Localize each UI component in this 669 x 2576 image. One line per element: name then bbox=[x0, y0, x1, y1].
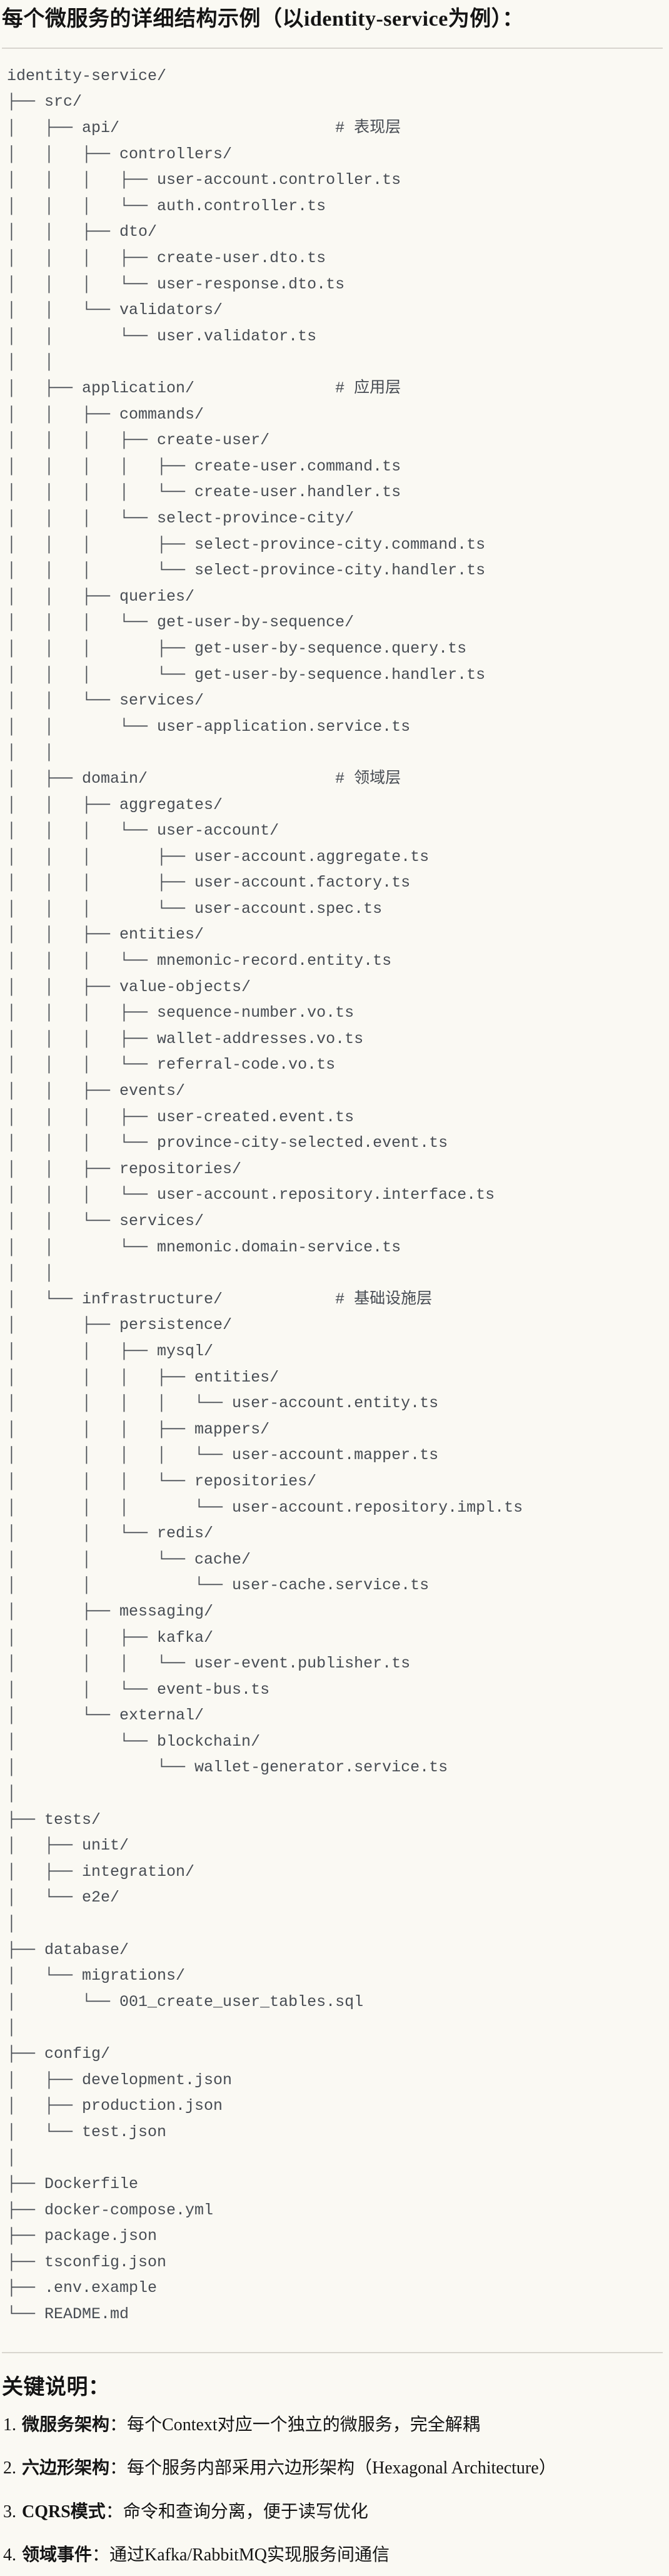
note-number: 4. bbox=[3, 2545, 16, 2565]
note-description: 每个服务内部采用六边形架构（Hexagonal Architecture） bbox=[127, 2458, 556, 2478]
note-number: 1. bbox=[3, 2415, 16, 2435]
page-title: 每个微服务的详细结构示例（以identity-service为例）： bbox=[2, 8, 524, 31]
note-separator: ： bbox=[92, 2545, 110, 2565]
note-description: 通过Kafka/RabbitMQ实现服务间通信 bbox=[109, 2545, 390, 2565]
key-notes-list: 1.微服务架构：每个Context对应一个独立的微服务，完全解耦 2.六边形架构… bbox=[2, 2413, 663, 2576]
note-separator: ： bbox=[109, 2458, 128, 2478]
note-separator: ： bbox=[105, 2502, 123, 2522]
note-description: 命令和查询分离，便于读写优化 bbox=[123, 2502, 368, 2522]
key-note-item: 3. CQRS模式：命令和查询分离，便于读写优化 bbox=[3, 2500, 663, 2525]
note-number: 3. bbox=[3, 2502, 16, 2522]
file-tree-text: identity-service/ ├── src/ │ ├── api/ # … bbox=[7, 66, 523, 2323]
key-note-item: 4. 领域事件：通过Kafka/RabbitMQ实现服务间通信 bbox=[3, 2543, 663, 2568]
note-term: 领域事件 bbox=[22, 2545, 93, 2565]
note-separator: ： bbox=[109, 2415, 128, 2435]
key-note-item: 2. 六边形架构：每个服务内部采用六边形架构（Hexagonal Architec… bbox=[3, 2456, 663, 2482]
key-note-item: 1. 微服务架构：每个Context对应一个独立的微服务，完全解耦 bbox=[3, 2413, 663, 2438]
note-term: CQRS模式 bbox=[22, 2502, 106, 2522]
file-tree-code-block: identity-service/ ├── src/ │ ├── api/ # … bbox=[2, 63, 663, 2327]
section-divider-top bbox=[2, 47, 663, 49]
note-term: 微服务架构 bbox=[22, 2415, 110, 2435]
section-divider-bottom bbox=[2, 2351, 663, 2353]
note-number: 2. bbox=[3, 2458, 16, 2478]
note-description: 每个Context对应一个独立的微服务，完全解耦 bbox=[127, 2415, 480, 2435]
key-notes-heading: 关键说明： bbox=[2, 2375, 110, 2399]
note-term: 六边形架构 bbox=[22, 2458, 110, 2478]
